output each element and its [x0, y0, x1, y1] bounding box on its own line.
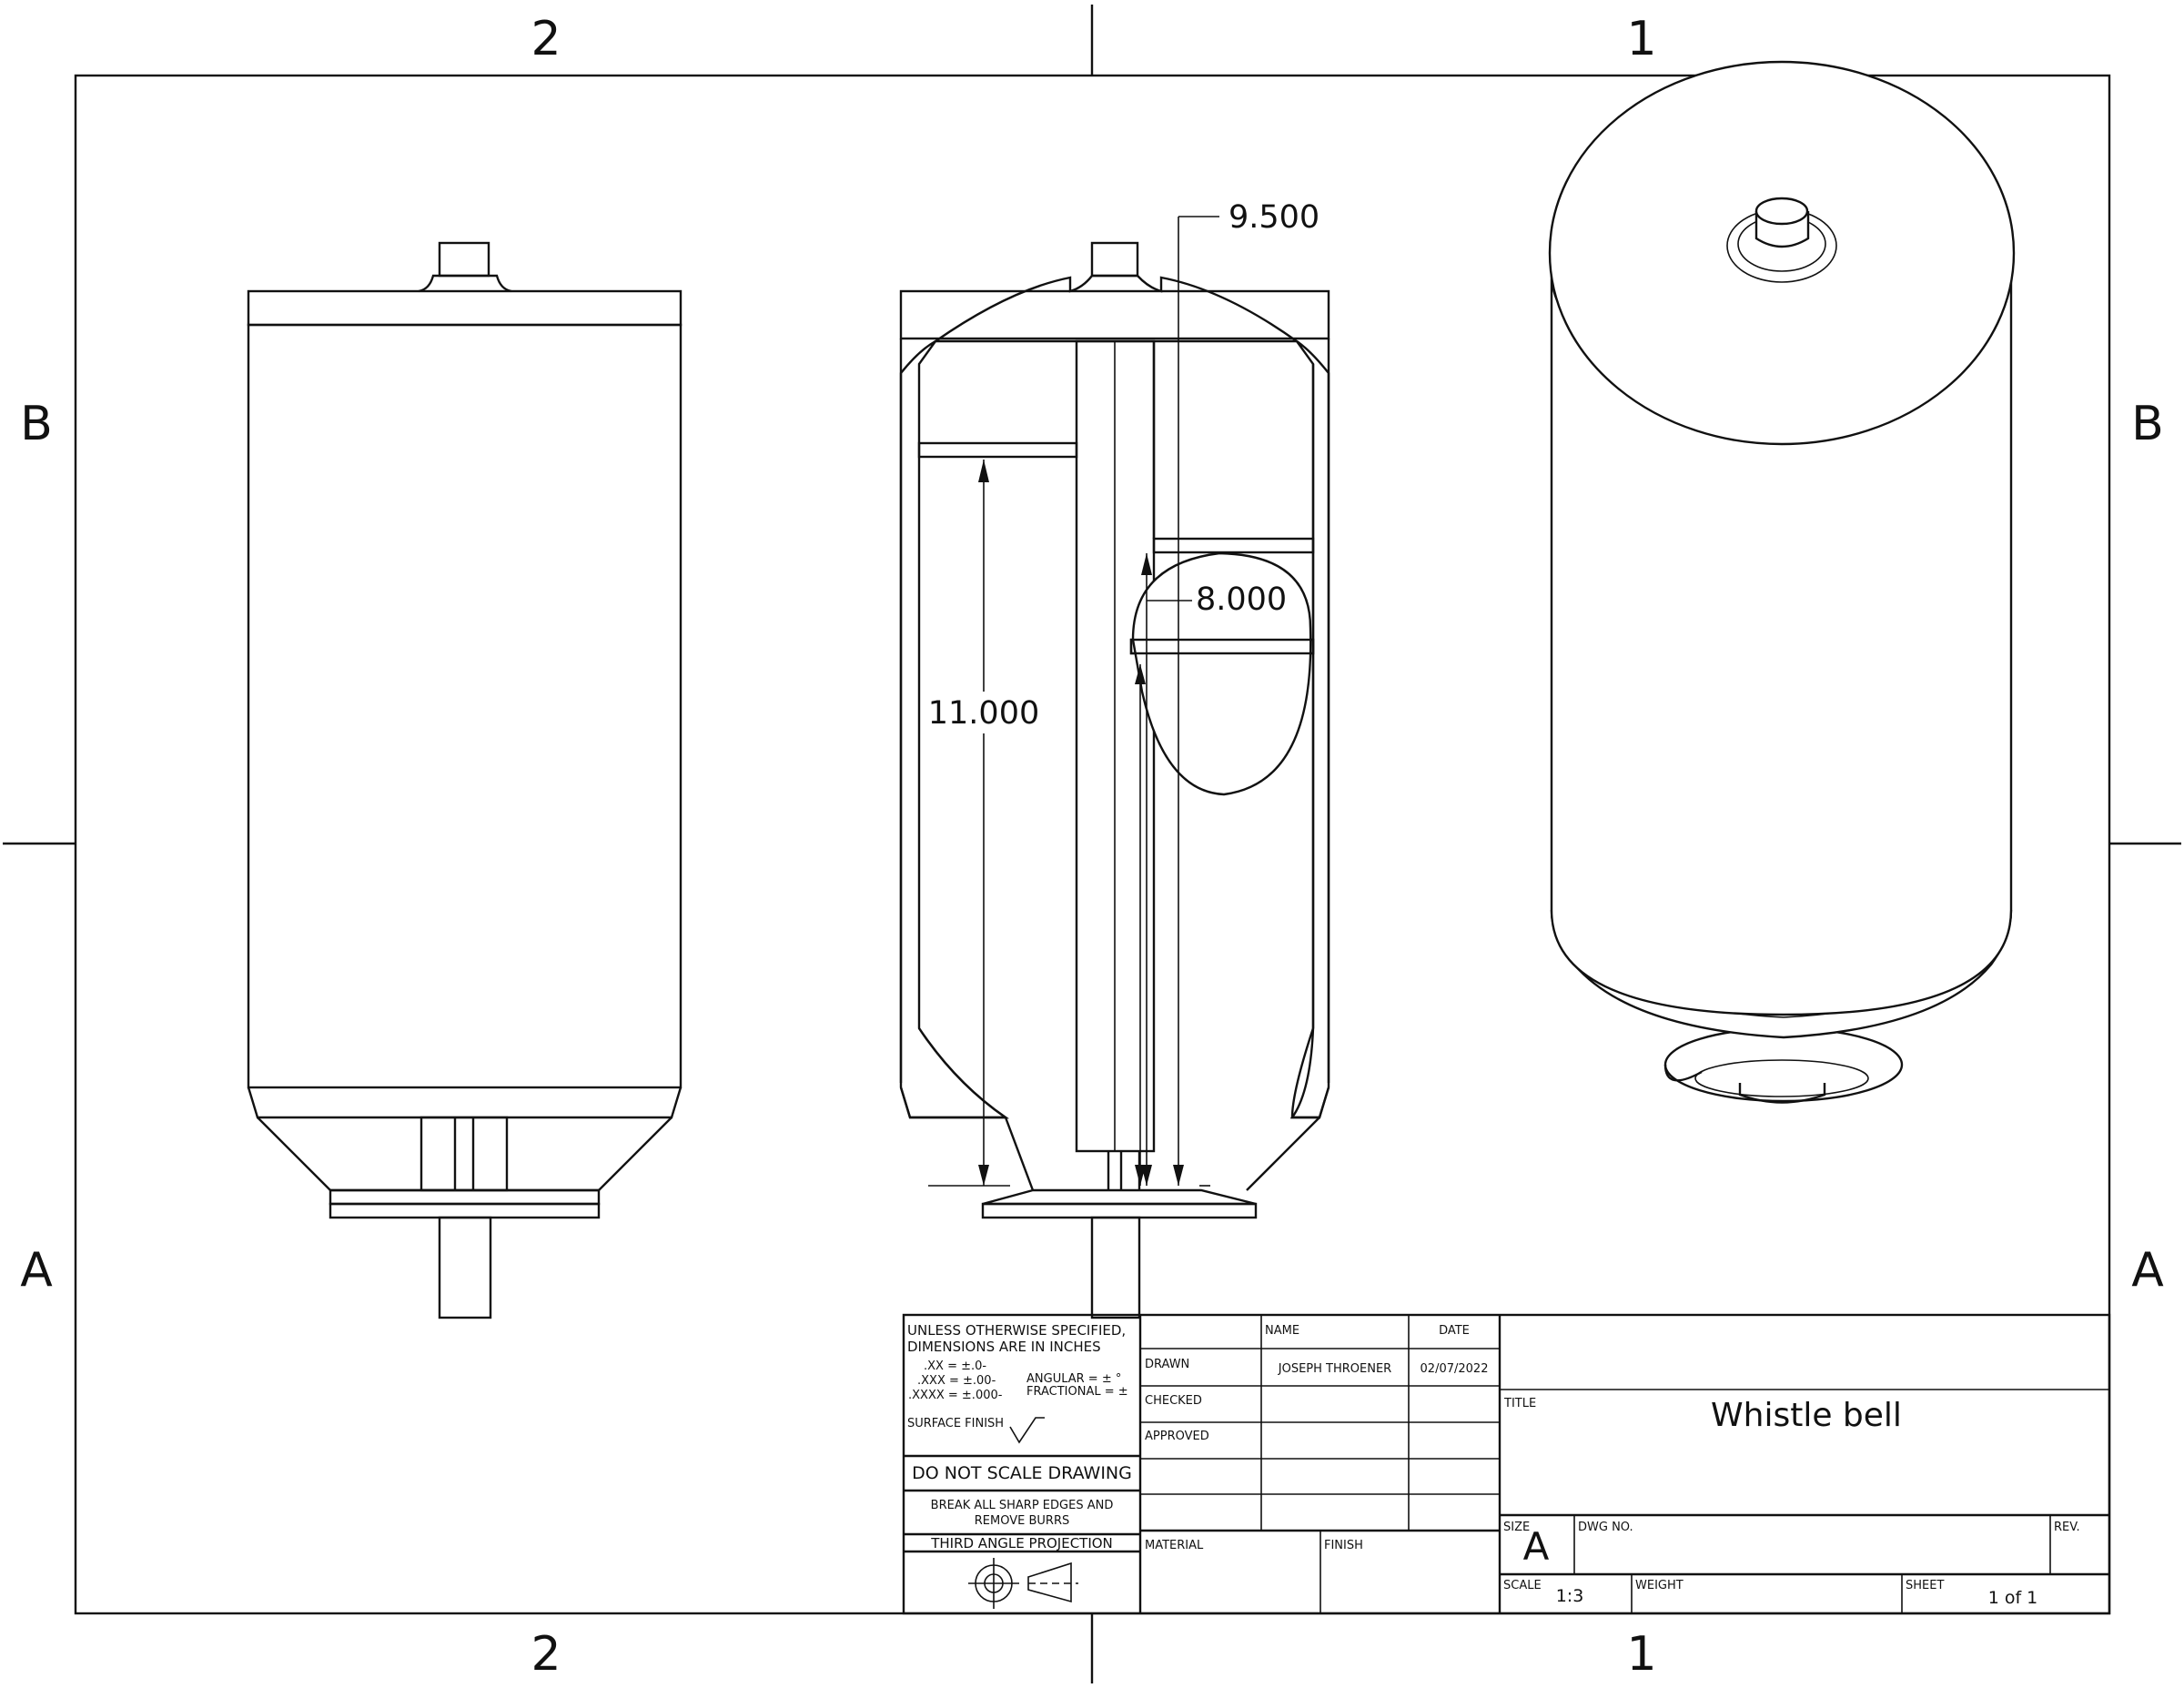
label-scale: SCALE — [1503, 1579, 1542, 1592]
note-burrs-1: BREAK ALL SHARP EDGES AND — [931, 1499, 1114, 1512]
header-name: NAME — [1265, 1324, 1299, 1338]
dimension-9-500: 9.500 — [1173, 199, 1320, 1187]
note-xx: .XX = ±.0- — [924, 1359, 986, 1373]
label-material: MATERIAL — [1145, 1539, 1204, 1552]
label-title: TITLE — [1503, 1397, 1536, 1410]
note-xxx: .XXX = ±.00- — [917, 1374, 996, 1388]
label-checked: CHECKED — [1145, 1394, 1202, 1408]
zone-label-a-left: A — [20, 1243, 53, 1298]
zone-label-1-bottom: 1 — [1626, 1627, 1656, 1682]
label-sheet: SHEET — [1906, 1579, 1944, 1592]
section-arrow-marks — [1135, 664, 1146, 1186]
label-finish: FINISH — [1324, 1539, 1363, 1552]
label-dwg-no: DWG NO. — [1578, 1521, 1633, 1534]
isometric-view — [1548, 60, 2016, 1104]
front-view — [247, 241, 682, 1319]
dimension-text-11-000: 11.000 — [928, 695, 1039, 732]
zone-label-1-top: 1 — [1626, 12, 1656, 66]
drawn-date: 02/07/2022 — [1421, 1362, 1489, 1376]
note-no-scale: DO NOT SCALE DRAWING — [912, 1463, 1132, 1483]
note-dimensions: DIMENSIONS ARE IN INCHES — [907, 1339, 1101, 1355]
title-block: UNLESS OTHERWISE SPECIFIED, DIMENSIONS A… — [902, 1313, 2111, 1615]
label-approved: APPROVED — [1145, 1430, 1209, 1443]
scale-value: 1:3 — [1556, 1586, 1584, 1606]
zone-label-2-top: 2 — [531, 12, 561, 66]
zone-label-b-right: B — [2131, 397, 2164, 451]
drawn-name: JOSEPH THROENER — [1278, 1362, 1391, 1376]
label-size: SIZE — [1503, 1521, 1530, 1534]
sheet-size: A — [1523, 1524, 1550, 1569]
label-rev: REV. — [2054, 1521, 2080, 1534]
note-surface-finish: SURFACE FINISH — [907, 1417, 1004, 1430]
note-projection: THIRD ANGLE PROJECTION — [930, 1535, 1113, 1552]
dimension-8-000: 8.000 — [1141, 553, 1287, 1186]
note-unless: UNLESS OTHERWISE SPECIFIED, — [907, 1322, 1126, 1339]
note-fractional: FRACTIONAL = ± — [1026, 1385, 1128, 1399]
zone-label-b-left: B — [20, 397, 53, 451]
section-view — [899, 241, 1330, 1319]
label-weight: WEIGHT — [1635, 1579, 1684, 1592]
header-date: DATE — [1439, 1324, 1470, 1338]
zone-label-2-bottom: 2 — [531, 1627, 561, 1682]
note-angular: ANGULAR = ± ° — [1026, 1372, 1121, 1386]
note-xxxx: .XXXX = ±.000- — [908, 1389, 1003, 1402]
dimension-text-9-500: 9.500 — [1228, 199, 1320, 236]
sheet-number: 1 of 1 — [1988, 1588, 2038, 1608]
dimension-text-8-000: 8.000 — [1196, 581, 1287, 618]
drawing-title: Whistle bell — [1711, 1397, 1902, 1434]
note-burrs-2: REMOVE BURRS — [975, 1514, 1069, 1528]
surface-finish-icon — [1009, 1417, 1045, 1444]
third-angle-projection-icon — [968, 1558, 1078, 1609]
zone-ticks — [3, 5, 2181, 1683]
zone-label-a-right: A — [2131, 1243, 2164, 1298]
dimension-11-000: 11.000 — [928, 460, 1039, 1187]
label-drawn: DRAWN — [1145, 1358, 1189, 1371]
